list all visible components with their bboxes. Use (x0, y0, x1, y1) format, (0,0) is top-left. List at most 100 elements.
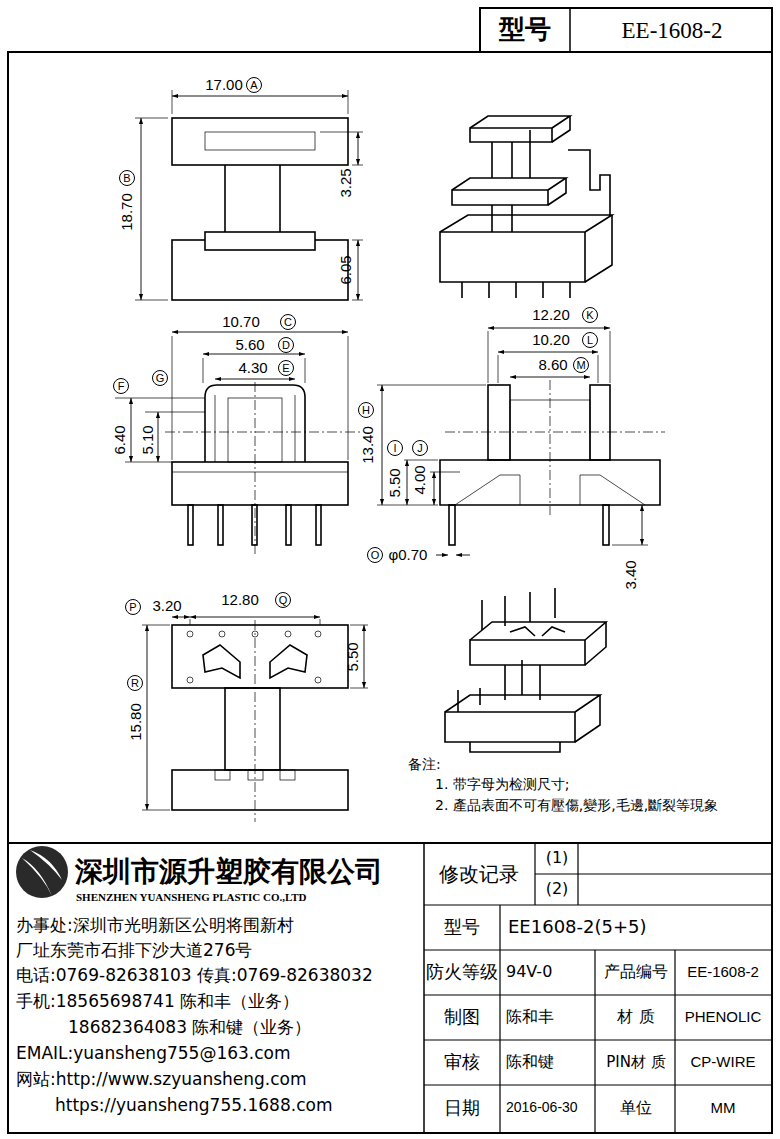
drawing-line (350, 688, 368, 689)
drawing-line (305, 358, 306, 383)
front-view (115, 332, 360, 555)
table-cell: 单位 (620, 1099, 652, 1117)
top-view (135, 90, 363, 300)
drawing-line (470, 116, 570, 128)
drawing-line (352, 300, 363, 301)
table-cell: 2016-06-30 (506, 1100, 578, 1115)
drawing-line (142, 625, 170, 626)
iso-view-bottom (445, 588, 606, 752)
drawing-line (424, 949, 772, 950)
drawing-line (382, 385, 383, 505)
note: 2. 產品表面不可有壓傷,變形,毛邊,斷裂等現象 (435, 798, 718, 813)
drawing-line (610, 331, 611, 383)
drawing-line (285, 631, 291, 637)
drawing-line (424, 994, 772, 995)
callout-letter: I (388, 441, 402, 455)
drawing-line (286, 505, 291, 545)
table-cell: EE-1608-2 (687, 964, 759, 981)
drawing-line (172, 332, 348, 333)
drawing-line (642, 505, 643, 545)
drawing-line (424, 1084, 772, 1085)
drawing-line (577, 843, 578, 905)
dimension: 4.30 (238, 360, 267, 377)
callout-circle: R (127, 675, 143, 691)
drawing-line (569, 8, 571, 52)
drawing-line (172, 770, 348, 810)
drawing-line (470, 742, 560, 752)
drawing-line (255, 620, 256, 822)
callout-letter: C (281, 315, 295, 329)
drawing-line (295, 395, 296, 462)
drawing-line (452, 190, 548, 205)
callout-letter: J (413, 441, 427, 455)
table-cell: 材 质 (617, 1008, 654, 1026)
drawing-line (445, 432, 665, 433)
drawing-line (225, 688, 280, 770)
dimension: 3.20 (152, 598, 181, 615)
table-cell: 防火等级 (426, 962, 498, 982)
drawing-line (377, 505, 438, 506)
drawing-line (16, 846, 68, 898)
drawing-line (218, 505, 223, 545)
drawing-line (248, 770, 263, 780)
drawing-line (510, 627, 565, 636)
callout-letter: E (279, 361, 293, 375)
drawing-line (499, 905, 500, 1133)
drawing-line (190, 617, 320, 618)
drawing-line (172, 617, 190, 618)
drawing-line (135, 118, 168, 119)
drawing-line (125, 462, 172, 463)
callout-letter: A (247, 78, 261, 92)
callout-letter: O (368, 548, 382, 562)
drawing-line (470, 622, 606, 640)
drawing-line (535, 873, 772, 874)
drawing-line (603, 505, 609, 545)
drawing-line (445, 695, 600, 712)
drawing-line (436, 555, 448, 556)
table-cell: PHENOLIC (685, 1009, 762, 1026)
drawing-line (585, 622, 606, 665)
dimension: 5.60 (235, 337, 264, 354)
drawing-line (165, 432, 360, 433)
drawing-line (452, 178, 566, 190)
drawing-line (488, 331, 489, 383)
drawing-line (135, 300, 168, 301)
drawing-line (145, 412, 205, 413)
drawing-line (352, 165, 363, 166)
drawing-line (252, 505, 257, 545)
callout-letter: B (120, 171, 134, 185)
callout-letter: D (279, 338, 293, 352)
drawing-line (434, 472, 435, 505)
table-cell: 陈和键 (506, 1053, 554, 1071)
dimension: 18.70 (119, 193, 136, 231)
drawing-line (352, 240, 363, 241)
drawing-line (203, 645, 240, 678)
table-cell: 修改记录 (439, 863, 519, 885)
drawing-line (8, 52, 772, 1133)
drawing-line (141, 118, 142, 300)
dimension: 15.80 (128, 703, 145, 741)
dimension: 10.20 (532, 332, 570, 349)
callout-circle: I (387, 440, 403, 456)
iso-view-top (440, 116, 612, 298)
drawing-line (147, 625, 148, 810)
drawing-line (488, 385, 510, 460)
drawing-line (455, 475, 520, 505)
callout-circle: G (152, 370, 168, 386)
drawing-line (568, 150, 610, 215)
drawing-line (580, 475, 645, 505)
side-view (377, 328, 665, 555)
drawing-line (550, 380, 551, 515)
model-value: EE-1608-2 (622, 18, 723, 43)
drawing-line (350, 625, 368, 626)
drawing-line (172, 118, 348, 165)
drawing-line (598, 355, 599, 383)
drawing-line (142, 810, 170, 811)
drawing-line (510, 377, 590, 378)
table-cell: CP-WIRE (691, 1054, 756, 1071)
dimension: 3.25 (338, 168, 355, 197)
model-heading: 型号 (499, 16, 551, 45)
callout-circle: E (278, 360, 294, 376)
drawing-line (205, 232, 315, 250)
sheet-frame (8, 8, 772, 1133)
